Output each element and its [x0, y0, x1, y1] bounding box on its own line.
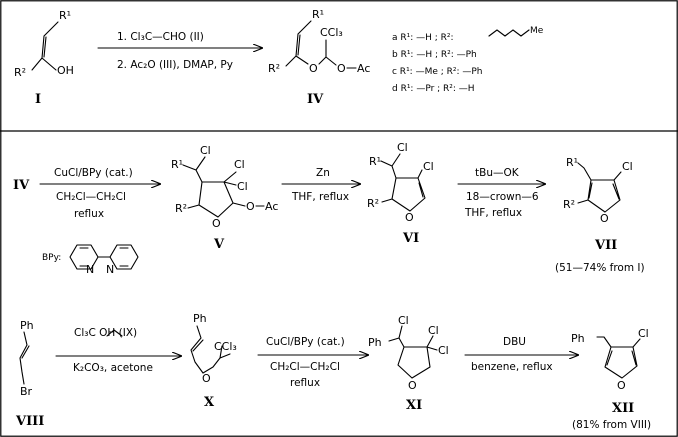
reagent-2: 2. Ac₂O (III), DMAP, Py [117, 59, 233, 71]
atom-R1: R¹ [171, 158, 183, 171]
yield-panel-3: (81% from VIII) [572, 419, 651, 431]
atom-O: O [309, 62, 318, 75]
reagent-1: 1. Cl₃C—CHO (II) [117, 31, 204, 43]
substituent-b: b R¹: —H ; R²: —Ph [392, 50, 477, 60]
atom-N: N [106, 263, 114, 276]
step1-below: K₂CO₃, acetone [73, 362, 153, 374]
compound-XI: Ph Cl Cl Cl O XI [368, 314, 449, 413]
atom-R1: R¹ [566, 156, 578, 169]
atom-R1: R¹ [59, 9, 71, 22]
atom-OH: OH [57, 64, 74, 77]
atom-Cl: Cl [423, 160, 434, 173]
bpy-label: BPy: [42, 253, 61, 263]
substituent-d: d R¹: —Pr ; R²: —H [392, 84, 475, 94]
atom-O: O [337, 62, 346, 75]
compound-VII: R¹ Cl R² O VII [563, 156, 633, 253]
compound-IV: R¹ R² O CCl₃ O Ac IV [268, 8, 370, 107]
atom-R2: R² [367, 197, 379, 210]
panel-2: IV CuCl/BPy (cat.) CH₂Cl—CH₂Cl reflux R¹… [13, 141, 645, 276]
atom-O: O [405, 211, 414, 224]
atom-CCl3: CCl₃ [214, 340, 237, 353]
label-X: X [204, 395, 215, 410]
atom-O: O [202, 372, 211, 385]
atom-Cl: Cl [398, 314, 409, 327]
panel-3: Ph Br VIII Cl₃C OH (IX) K₂CO₃, acetone P… [15, 312, 651, 431]
compound-VI: R¹ Cl Cl R² O VI [367, 141, 434, 246]
step2-below-1: CH₂Cl—CH₂Cl [270, 361, 340, 373]
step1-below-2: reflux [74, 208, 104, 220]
step1-below-1: CH₂Cl—CH₂Cl [56, 191, 126, 203]
substituent-legend: a R¹: —H ; R²: Me b R¹: —H ; R²: —Ph c R… [392, 26, 544, 94]
atom-R1: R¹ [369, 155, 381, 168]
label-I: I [35, 92, 41, 107]
step2-below: THF, reflux [291, 191, 349, 203]
atom-Ph: Ph [20, 319, 34, 332]
label-XII: XII [612, 401, 634, 416]
substituent-a-tail: Me [530, 26, 544, 36]
step3-below-1: 18—crown—6 [466, 191, 539, 203]
step1-above: Cl₃C OH (IX) [74, 327, 137, 339]
label-V: V [213, 237, 225, 252]
compound-XII: Ph Cl O XII [571, 327, 649, 416]
atom-Cl: Cl [622, 160, 633, 173]
step2-above: Zn [316, 167, 330, 179]
atom-Cl: Cl [428, 324, 439, 337]
step2-above: CuCl/BPy (cat.) [266, 336, 345, 348]
atom-R2: R² [14, 66, 26, 79]
atom-R2: R² [175, 202, 187, 215]
atom-Cl: Cl [438, 344, 449, 357]
atom-O: O [212, 217, 221, 230]
atom-Cl: Cl [200, 144, 211, 157]
atom-O: O [246, 200, 255, 213]
compound-VIII: Ph Br VIII [15, 319, 44, 429]
atom-Ph: Ph [193, 312, 207, 325]
atom-Ac: Ac [357, 62, 370, 75]
step2-below-2: reflux [290, 377, 320, 389]
atom-CCl3: CCl₃ [320, 26, 343, 39]
substituent-c: c R¹: —Me ; R²: —Ph [392, 67, 483, 77]
bpy-structure: BPy: N N [42, 244, 139, 276]
atom-Br: Br [20, 385, 33, 398]
atom-R1: R¹ [312, 8, 324, 21]
atom-Ac: Ac [265, 200, 278, 213]
step1-above: CuCl/BPy (cat.) [54, 167, 133, 179]
compound-V: R¹ Cl Cl Cl R² O O Ac V [171, 144, 278, 252]
atom-N: N [86, 263, 94, 276]
atom-Cl: Cl [638, 327, 649, 340]
substituent-a: a R¹: —H ; R²: [392, 33, 454, 43]
label-VIII: VIII [15, 414, 44, 429]
atom-Ph: Ph [368, 336, 382, 349]
step3-above: tBu—OK [475, 167, 520, 179]
atom-R2: R² [268, 62, 280, 75]
label-VII: VII [594, 238, 617, 253]
step3-below: benzene, reflux [471, 361, 553, 373]
label-XI: XI [406, 398, 422, 413]
atom-Cl: Cl [397, 141, 408, 154]
atom-Cl: Cl [237, 180, 248, 193]
atom-Ph: Ph [571, 332, 585, 345]
atom-Cl: Cl [234, 158, 245, 171]
yield-panel-2: (51—74% from I) [555, 262, 645, 274]
label-VI: VI [402, 231, 419, 246]
label-IV-start: IV [13, 178, 30, 193]
panel-1: R¹ R² OH I 1. Cl₃C—CHO (II) 2. Ac₂O (III… [14, 8, 544, 107]
compound-X: Ph CCl₃ O X [190, 312, 237, 410]
atom-O: O [408, 379, 417, 392]
compound-I: R¹ R² OH I [14, 9, 74, 107]
atom-R2: R² [563, 198, 575, 211]
atom-O: O [617, 379, 626, 392]
step3-below-2: THF, reflux [464, 207, 522, 219]
atom-O: O [600, 212, 609, 225]
step3-above: DBU [503, 336, 526, 348]
label-IV: IV [307, 92, 324, 107]
